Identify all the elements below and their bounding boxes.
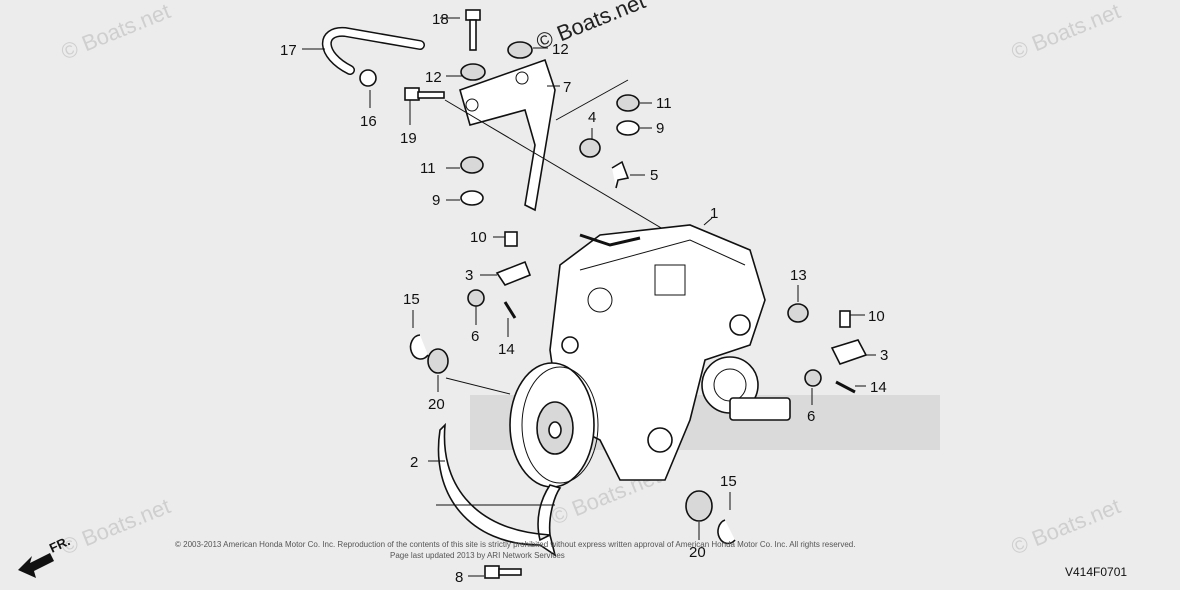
callout-14-left: 14 (498, 341, 515, 358)
nut-13 (787, 303, 809, 323)
pin-14-left (503, 301, 517, 319)
collar-11-right (616, 94, 640, 112)
callout-15-left: 15 (403, 291, 420, 308)
callout-11-right: 11 (656, 95, 672, 112)
copyright-line-1: © 2003-2013 American Honda Motor Co. Inc… (175, 540, 855, 549)
clip-pin-5 (611, 160, 630, 189)
diagram-code: V414F0701 (1065, 565, 1127, 579)
circlip-15-left (409, 334, 429, 360)
copyright-line-2: Page last updated 2013 by ARI Network Se… (390, 551, 565, 560)
callout-10-left: 10 (470, 229, 487, 246)
callout-15-right: 15 (720, 473, 737, 490)
callout-3-right: 3 (880, 347, 888, 364)
callout-8: 8 (455, 569, 463, 586)
mounting-bracket (459, 58, 556, 212)
bolt-10-left (504, 231, 518, 247)
watermark-top-right: © Boats.net (1008, 0, 1124, 65)
arrow-fr-icon (18, 553, 54, 578)
grommet-12-left (460, 63, 486, 81)
watermark-bottom-left: © Boats.net (58, 493, 174, 559)
bearing-20-right (685, 490, 713, 522)
watermark-top-left: © Boats.net (58, 0, 174, 65)
callout-1: 1 (710, 205, 718, 222)
drive-pulley (509, 362, 599, 488)
bolt-10-right (839, 310, 851, 328)
callout-7: 7 (563, 79, 571, 96)
callout-4: 4 (588, 109, 596, 126)
hose-clamp (359, 69, 377, 87)
grommet-6-left (467, 289, 485, 307)
callout-11-left: 11 (420, 160, 436, 177)
callout-19: 19 (400, 130, 417, 147)
callout-3-left: 3 (465, 267, 473, 284)
callout-6-left: 6 (471, 328, 479, 345)
callout-9-left: 9 (432, 192, 440, 209)
grommet-12-right (507, 41, 533, 59)
spacer-4 (579, 138, 601, 158)
pin-14-right (835, 380, 856, 394)
watermark-center: © Boats.net (533, 0, 649, 55)
output-shaft (729, 397, 791, 421)
callout-12-left: 12 (425, 69, 442, 86)
callout-17: 17 (280, 42, 297, 59)
bolt-18 (465, 9, 481, 51)
callout-10-right: 10 (868, 308, 885, 325)
nut-9-right (616, 120, 640, 136)
callout-14-right: 14 (870, 379, 887, 396)
bearing-20-left (427, 348, 449, 374)
nut-9-left (460, 190, 484, 206)
wire-holder-3-left (495, 260, 532, 286)
watermark-bottom-right: © Boats.net (1008, 493, 1124, 559)
transmission-case (549, 224, 791, 481)
grommet-6-right (804, 369, 822, 387)
bolt-19 (404, 87, 445, 101)
collar-11-left (460, 156, 484, 174)
callout-12-right: 12 (552, 41, 569, 58)
belt-cover (437, 422, 562, 557)
breather-tube (321, 26, 425, 75)
circlip-15-right (717, 519, 736, 545)
wire-holder-3-right (830, 339, 868, 365)
callout-9-right: 9 (656, 120, 664, 137)
leader-lines (302, 17, 876, 577)
bolt-8 (484, 565, 522, 579)
callout-2: 2 (410, 454, 418, 471)
callout-18: 18 (432, 11, 449, 28)
callout-5: 5 (650, 167, 658, 184)
callout-6-right: 6 (807, 408, 815, 425)
callout-16: 16 (360, 113, 377, 130)
callout-13: 13 (790, 267, 807, 284)
callout-20-left: 20 (428, 396, 445, 413)
callout-20-right: 20 (689, 544, 706, 561)
